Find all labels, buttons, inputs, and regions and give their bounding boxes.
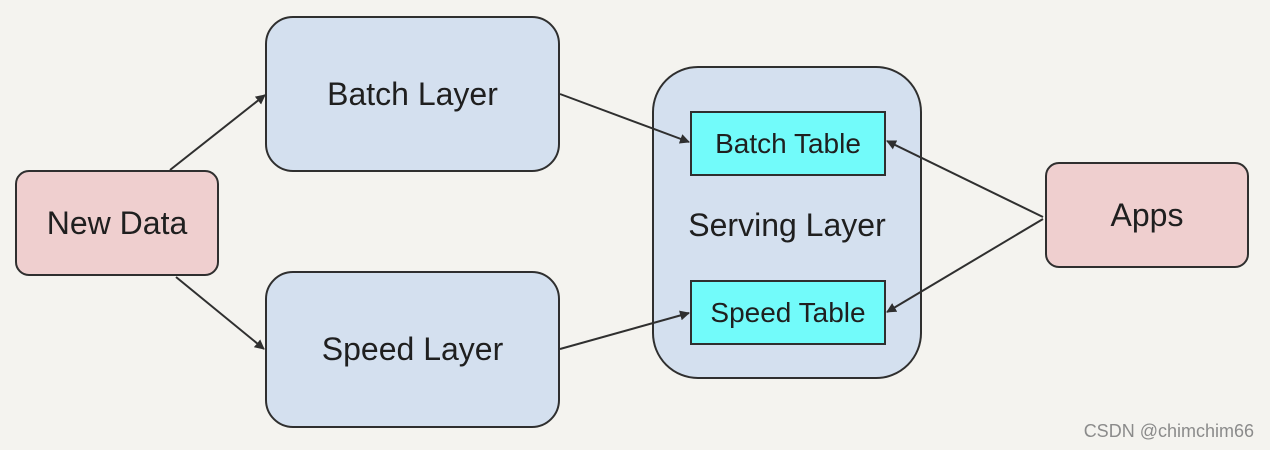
- serving-layer-label: Serving Layer: [688, 207, 886, 243]
- speed-table-box: Speed Table: [690, 280, 886, 345]
- speed-layer-label: Speed Layer: [321, 331, 504, 367]
- apps-box: Apps: [1045, 162, 1249, 268]
- apps-label: Apps: [1110, 196, 1184, 233]
- arrow-new-data-to-batch-layer: [169, 94, 266, 171]
- new-data-label: New Data: [46, 204, 188, 241]
- new-data-box: New Data: [15, 170, 219, 276]
- speed-layer-box: Speed Layer: [265, 271, 560, 428]
- batch-layer-box: Batch Layer: [265, 16, 560, 172]
- batch-layer-label: Batch Layer: [327, 75, 498, 112]
- batch-table-label: Batch Table: [715, 127, 861, 159]
- batch-table-box: Batch Table: [690, 111, 886, 176]
- watermark: CSDN @chimchim66: [1083, 421, 1254, 441]
- speed-table-label: Speed Table: [710, 296, 866, 328]
- arrow-new-data-to-speed-layer: [175, 276, 265, 350]
